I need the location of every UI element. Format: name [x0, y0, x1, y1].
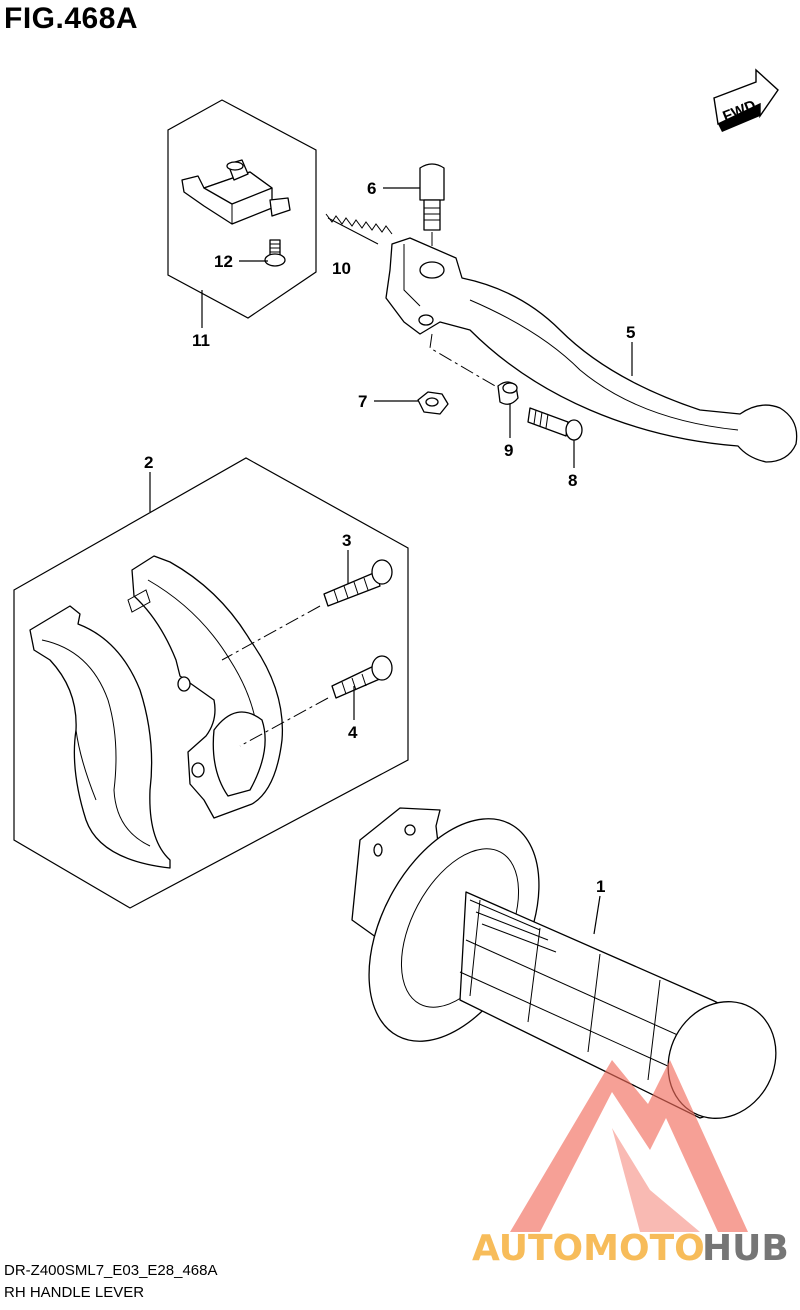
part-7-nut	[417, 391, 449, 415]
part-10-spring	[325, 213, 393, 245]
callout-5: 5	[626, 323, 635, 342]
part-3-screw	[221, 559, 393, 661]
callout-8: 8	[568, 471, 577, 490]
callout-3: 3	[342, 531, 351, 550]
fwd-arrow-icon: FWD	[713, 68, 779, 132]
part-1-grip	[351, 807, 777, 1119]
callout-4: 4	[348, 723, 358, 742]
callout-10: 10	[332, 259, 351, 278]
part-2-housing-rear	[29, 605, 171, 869]
diagram-name: RH HANDLE LEVER	[4, 1284, 145, 1301]
part-2-frame	[13, 457, 409, 909]
part-11-switch	[181, 159, 291, 225]
part-2-housing-front	[127, 555, 284, 819]
callout-9: 9	[504, 441, 513, 460]
callout-11: 11	[192, 331, 210, 350]
diagram-code: DR-Z400SML7_E03_E28_468A	[4, 1262, 218, 1279]
part-9-collar	[497, 381, 519, 405]
callout-12: 12	[214, 252, 233, 271]
watermark-text-automoto: AUTOMOTO	[472, 1228, 705, 1269]
watermark-text-hub: HUB	[702, 1228, 789, 1269]
part-6-pivot-bolt	[419, 163, 445, 268]
callout-6: 6	[367, 179, 376, 198]
figure-title: FIG.468A	[4, 2, 139, 35]
part-5-lever	[385, 237, 798, 463]
part-4-screw	[239, 655, 393, 747]
callout-1: 1	[596, 877, 605, 896]
part-11-frame	[167, 99, 317, 319]
watermark-logo-icon	[510, 1060, 748, 1232]
leader-lines	[149, 187, 633, 935]
callout-2: 2	[144, 453, 153, 472]
callout-7: 7	[358, 392, 367, 411]
part-8-bolt	[527, 407, 583, 441]
part-12-screw	[264, 239, 286, 267]
